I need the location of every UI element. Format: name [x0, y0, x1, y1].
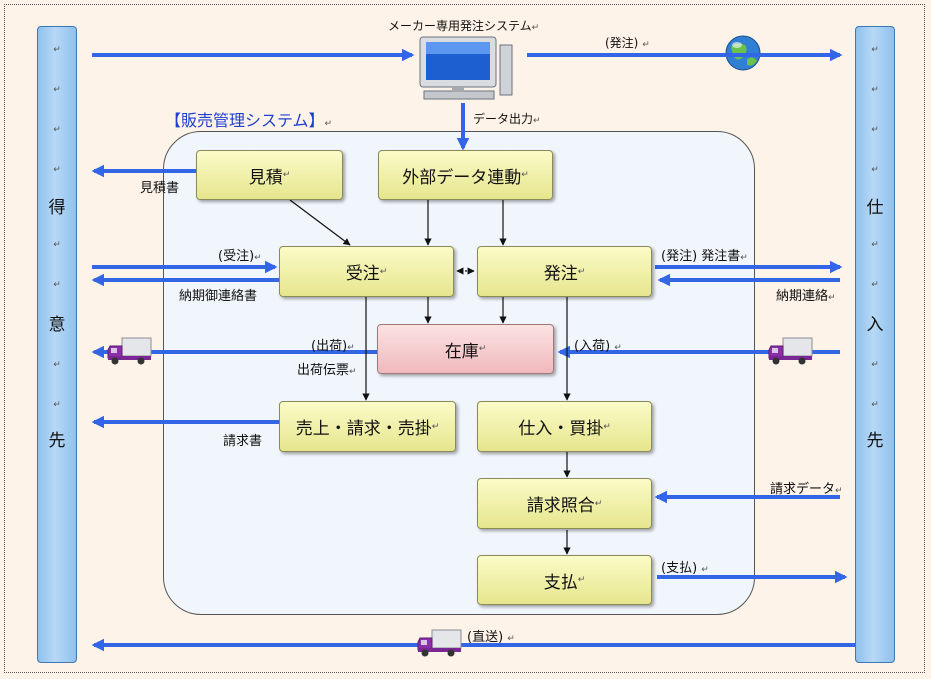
shipment-label: (出荷)↵ [311, 339, 355, 354]
outer-frame [4, 4, 925, 673]
delivery-truck-icon [417, 629, 462, 657]
order-received-label: (受注)↵ [218, 249, 262, 264]
direct-delivery-label: (直送) ↵ [467, 630, 515, 645]
delivery-notice-label: 納期御連絡書 [179, 289, 258, 304]
purchase-order-doc-label: (発注) 発注書↵ [661, 249, 748, 264]
supplier-label-char: 入 [866, 315, 884, 335]
return-mark: ↵ [53, 85, 61, 95]
return-mark: ↵ [53, 165, 61, 175]
data-output-label: データ出力↵ [473, 112, 541, 126]
shipping-slip-label: 出荷伝票↵ [297, 363, 357, 378]
customer-label-char: 先 [48, 431, 66, 451]
supplier-label-char: 仕 [866, 198, 884, 218]
stock-box: 在庫↵ [377, 324, 554, 374]
return-mark: ↵ [871, 360, 879, 370]
payment-box: 支払↵ [477, 555, 652, 605]
estimate-box: 見積↵ [196, 150, 343, 200]
customer-label-char: 得 [48, 198, 66, 218]
delivery-truck-icon [768, 337, 813, 365]
order-received-box: 受注↵ [279, 246, 454, 297]
return-mark: ↵ [53, 280, 61, 290]
customer-column [37, 26, 77, 663]
supplier-label-char: 先 [866, 431, 884, 451]
return-mark: ↵ [53, 400, 61, 410]
return-mark: ↵ [871, 400, 879, 410]
return-mark: ↵ [53, 45, 61, 55]
return-mark: ↵ [871, 280, 879, 290]
estimate-doc-label: 見積書 [140, 181, 180, 196]
external-data-link-box: 外部データ連動↵ [378, 150, 553, 200]
payment-label: (支払) ↵ [661, 561, 709, 576]
return-mark: ↵ [871, 85, 879, 95]
delivery-truck-icon [107, 337, 152, 365]
return-mark: ↵ [871, 125, 879, 135]
customer-label-char: 意 [48, 315, 66, 335]
delivery-contact-label: 納期連絡↵ [776, 289, 836, 304]
return-mark: ↵ [871, 240, 879, 250]
line-estimate-to-order [289, 199, 351, 246]
purchase-payable-box: 仕入・買掛↵ [477, 401, 652, 452]
computer-monitor-icon [419, 36, 513, 100]
purchase-order-box: 発注↵ [477, 246, 652, 297]
sales-billing-receivable-box: 売上・請求・売掛↵ [279, 401, 456, 452]
system-title: 【販売管理システム】↵ [165, 111, 333, 130]
arrival-label: (入荷) ↵ [574, 339, 622, 354]
return-mark: ↵ [53, 360, 61, 370]
order-top-label: (発注) ↵ [605, 36, 650, 50]
maker-system-label: メーカー専用発注システム↵ [388, 19, 540, 33]
supplier-column [855, 26, 895, 663]
return-mark: ↵ [871, 45, 879, 55]
return-mark: ↵ [53, 240, 61, 250]
invoice-doc-label: 請求書 [223, 434, 263, 449]
return-mark: ↵ [53, 125, 61, 135]
invoice-data-label: 請求データ↵ [770, 482, 843, 497]
return-mark: ↵ [871, 165, 879, 175]
invoice-matching-box: 請求照合↵ [477, 478, 652, 529]
